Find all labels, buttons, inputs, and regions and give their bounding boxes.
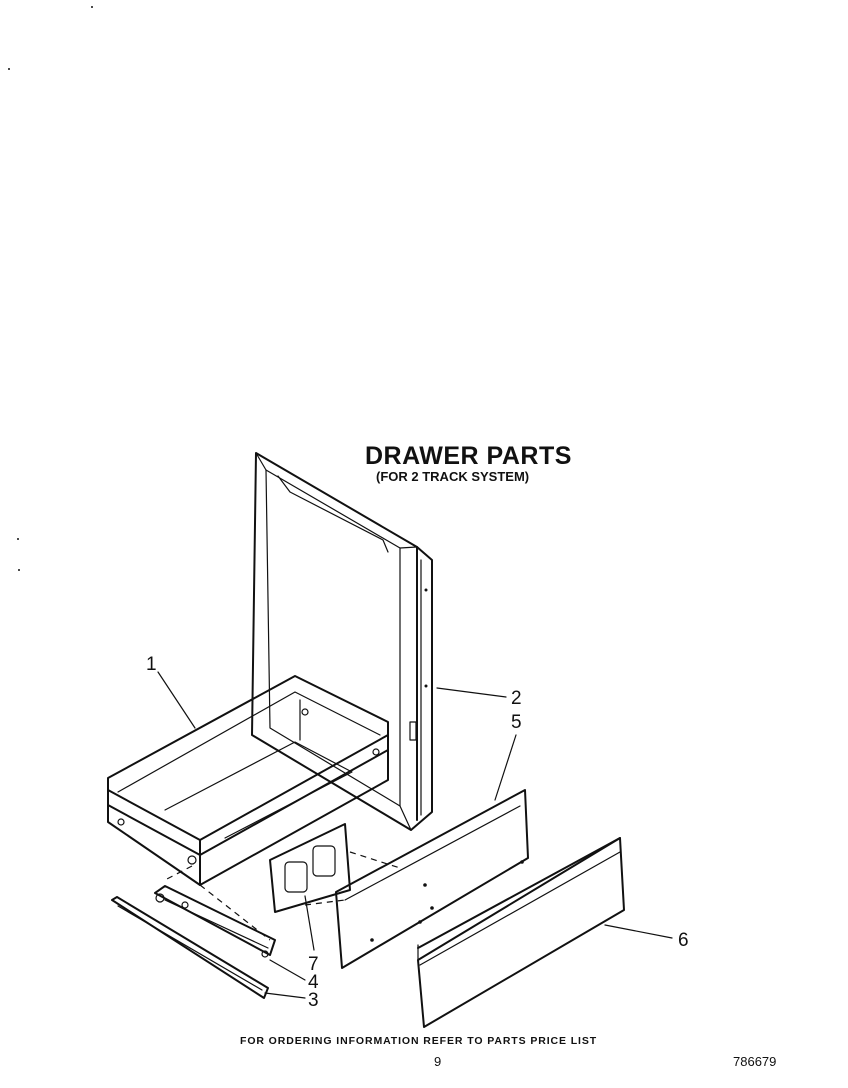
diagram-title: DRAWER PARTS [365, 442, 572, 470]
part-6-front-panel [417, 837, 625, 1028]
document-number: 786679 [733, 1054, 777, 1069]
page-number: 9 [434, 1054, 442, 1069]
part-4-track [154, 885, 276, 958]
alignment-lines [164, 851, 401, 941]
callout-7: 7 [308, 954, 319, 975]
callout-3: 3 [308, 990, 319, 1011]
callout-6: 6 [678, 930, 689, 951]
part-1-drawer-pan [107, 675, 389, 886]
part-5-rear-panel [335, 789, 529, 969]
part-2-drawer-frame [251, 452, 433, 831]
callout-4: 4 [308, 972, 319, 993]
part-3-rail [111, 896, 269, 999]
part-7-bracket [269, 823, 351, 913]
callout-2: 2 [511, 688, 522, 709]
diagram-subtitle: (FOR 2 TRACK SYSTEM) [376, 469, 530, 484]
scan-marks [8, 6, 93, 571]
leader-lines [157, 671, 673, 999]
callout-1: 1 [146, 654, 157, 675]
callout-5: 5 [511, 712, 522, 733]
ordering-note: FOR ORDERING INFORMATION REFER TO PARTS … [240, 1035, 598, 1047]
